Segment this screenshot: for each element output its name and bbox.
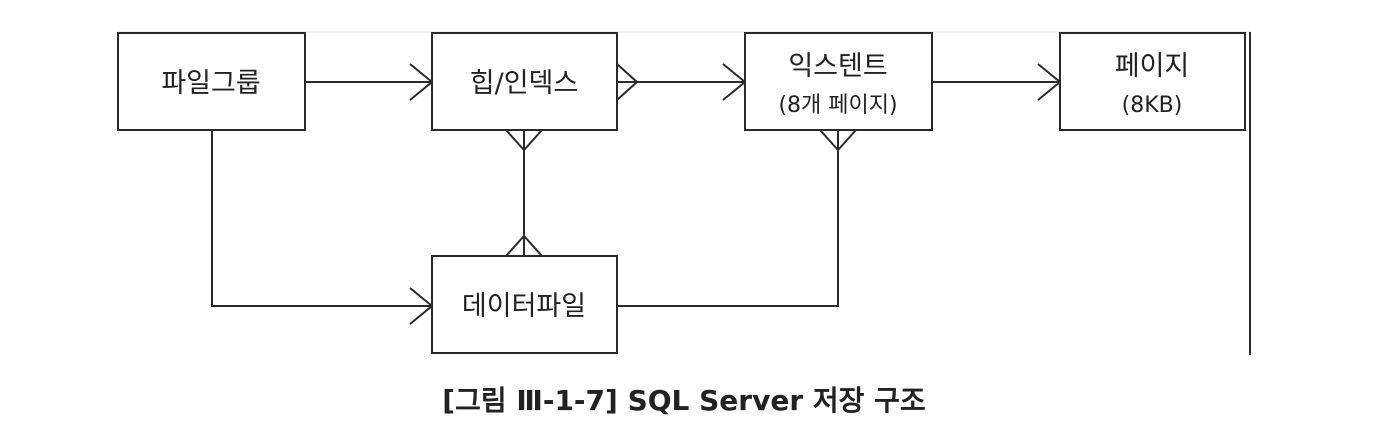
entity-datafile: 데이터파일 bbox=[431, 255, 618, 354]
entity-filegroup: 파일그룹 bbox=[117, 32, 306, 131]
datafile-label: 데이터파일 bbox=[462, 291, 586, 322]
entity-extent: 익스텐트 (8개 페이지) bbox=[744, 32, 933, 131]
crows-foot-heap-right bbox=[616, 63, 639, 101]
entity-page: 페이지 (8KB) bbox=[1059, 32, 1246, 131]
filegroup-datafile-connector bbox=[211, 130, 432, 307]
entity-heap-index: 힙/인덱스 bbox=[431, 32, 618, 131]
extent-datafile-connector bbox=[617, 130, 839, 307]
heap-index-label: 힙/인덱스 bbox=[470, 68, 578, 99]
figure-caption: [그림 Ⅲ-1-7] SQL Server 저장 구조 bbox=[442, 384, 925, 417]
page-sublabel: (8KB) bbox=[1122, 93, 1183, 118]
page-label: 페이지 bbox=[1115, 51, 1190, 82]
filegroup-label: 파일그룹 bbox=[161, 68, 260, 99]
extent-sublabel: (8개 페이지) bbox=[778, 93, 897, 118]
crows-foot-datafile-top bbox=[505, 234, 543, 257]
crows-foot-extent-bottom bbox=[819, 129, 857, 152]
extent-label: 익스텐트 bbox=[788, 51, 887, 82]
crows-foot-heap-bottom bbox=[505, 129, 543, 152]
